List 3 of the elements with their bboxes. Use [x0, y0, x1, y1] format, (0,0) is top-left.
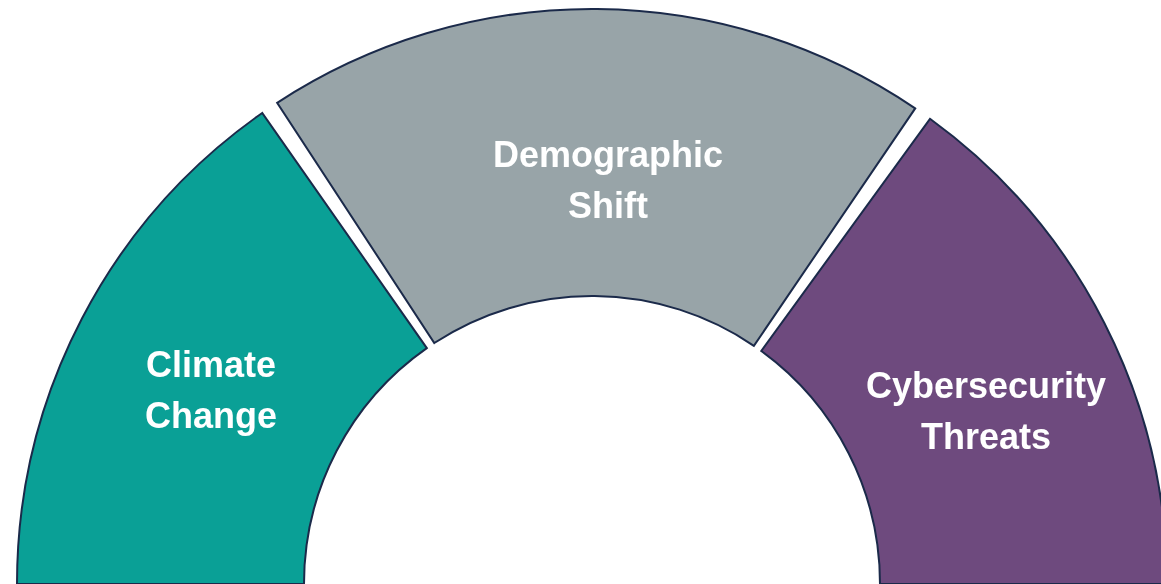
segment-label: Climate Change	[144, 342, 278, 438]
segment-label: Demographic Shift	[491, 132, 724, 228]
segment-label: Cybersecurity Threats	[864, 363, 1108, 459]
